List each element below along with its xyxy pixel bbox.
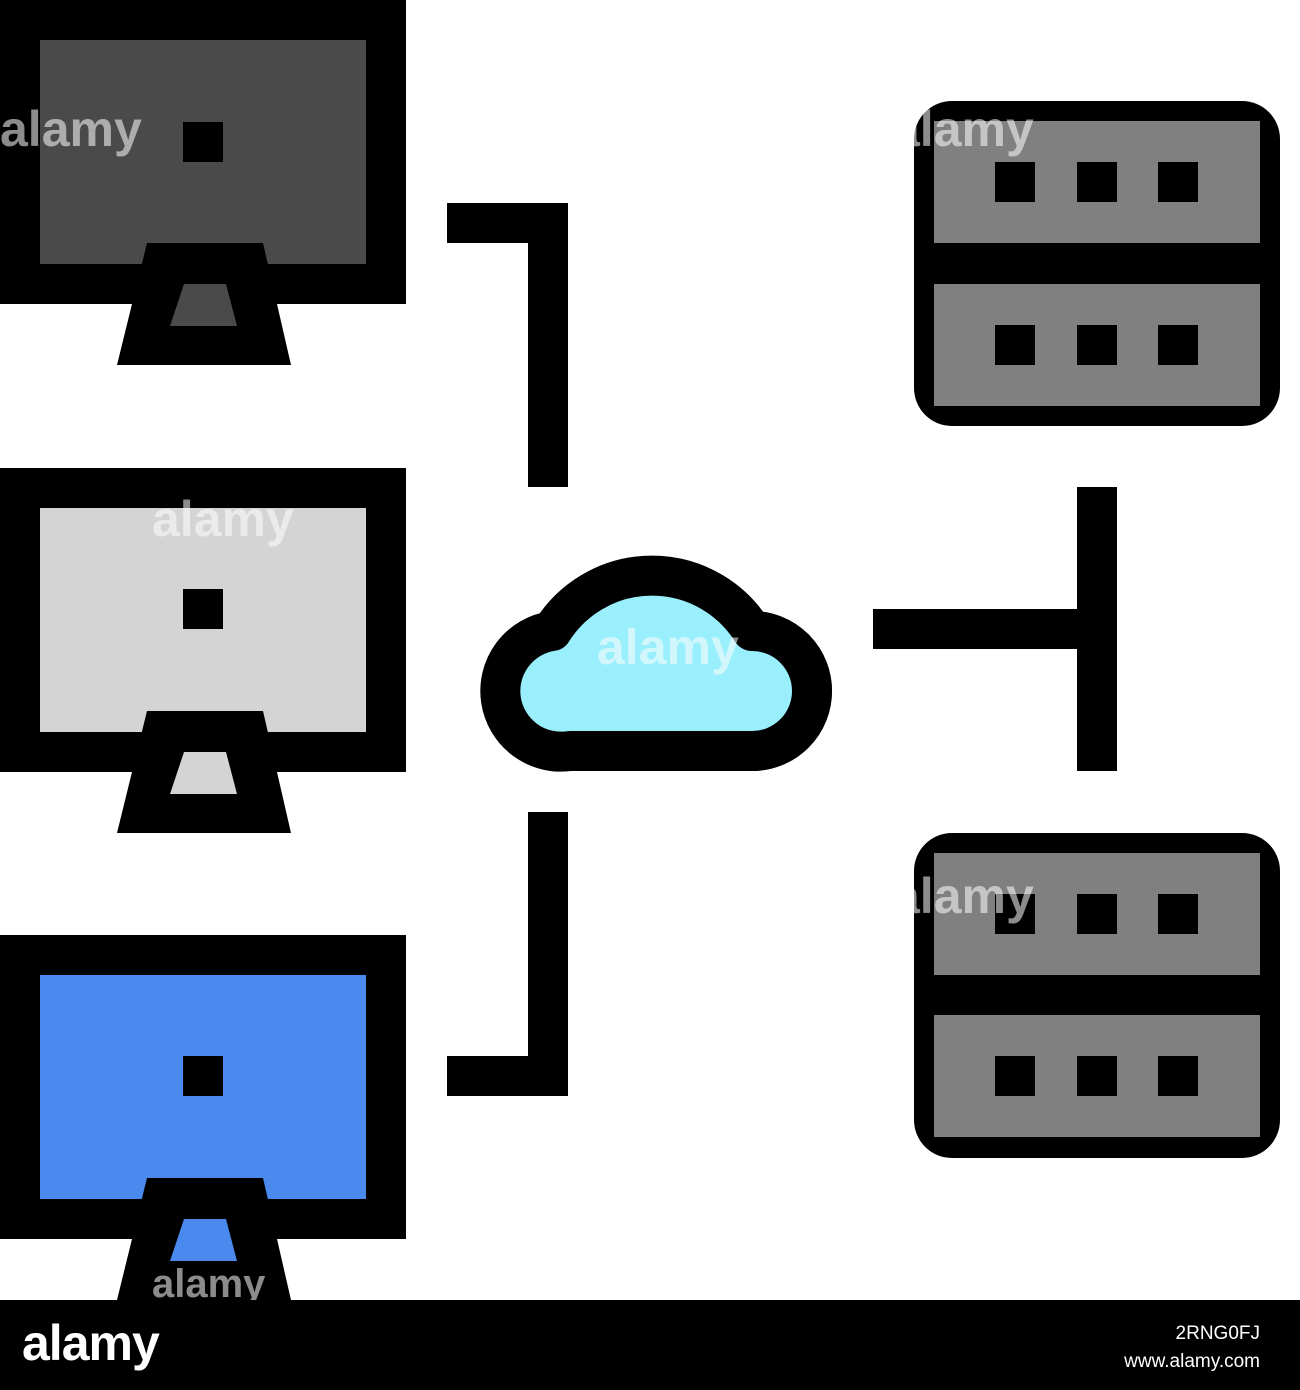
monitor-icon-middle	[0, 468, 406, 833]
watermark-footer: alamy 2RNG0FJ www.alamy.com	[0, 1300, 1300, 1390]
svg-text:alamy: alamy	[152, 491, 294, 547]
left-connectors	[447, 203, 568, 1096]
site-url: www.alamy.com	[1124, 1351, 1260, 1372]
server-rack-icon-bottom	[914, 833, 1280, 1158]
monitor-icon-top	[0, 0, 406, 365]
image-meta: 2RNG0FJ www.alamy.com	[1124, 1320, 1260, 1376]
network-diagram: alamy alamy alamy alamy alamy alamy	[0, 0, 1280, 1300]
watermark-overlay: alamy alamy alamy alamy alamy alamy	[0, 101, 1034, 1300]
svg-text:alamy: alamy	[0, 101, 142, 157]
cloud-icon	[480, 555, 832, 772]
alamy-logo: alamy	[22, 1315, 160, 1371]
server-rack-icon-top	[914, 101, 1280, 426]
svg-text:alamy: alamy	[892, 868, 1034, 924]
image-id: 2RNG0FJ	[1175, 1323, 1260, 1344]
monitor-middle-power-dot	[183, 589, 223, 629]
monitor-bottom-power-dot	[183, 1056, 223, 1096]
connector-bottom	[447, 812, 568, 1096]
monitor-top-power-dot	[183, 122, 223, 162]
connector-top	[447, 203, 568, 487]
monitor-icon-bottom	[0, 935, 406, 1300]
svg-text:alamy: alamy	[597, 619, 739, 675]
right-connectors	[873, 487, 1117, 771]
svg-text:alamy: alamy	[152, 1262, 266, 1300]
svg-text:alamy: alamy	[892, 101, 1034, 157]
